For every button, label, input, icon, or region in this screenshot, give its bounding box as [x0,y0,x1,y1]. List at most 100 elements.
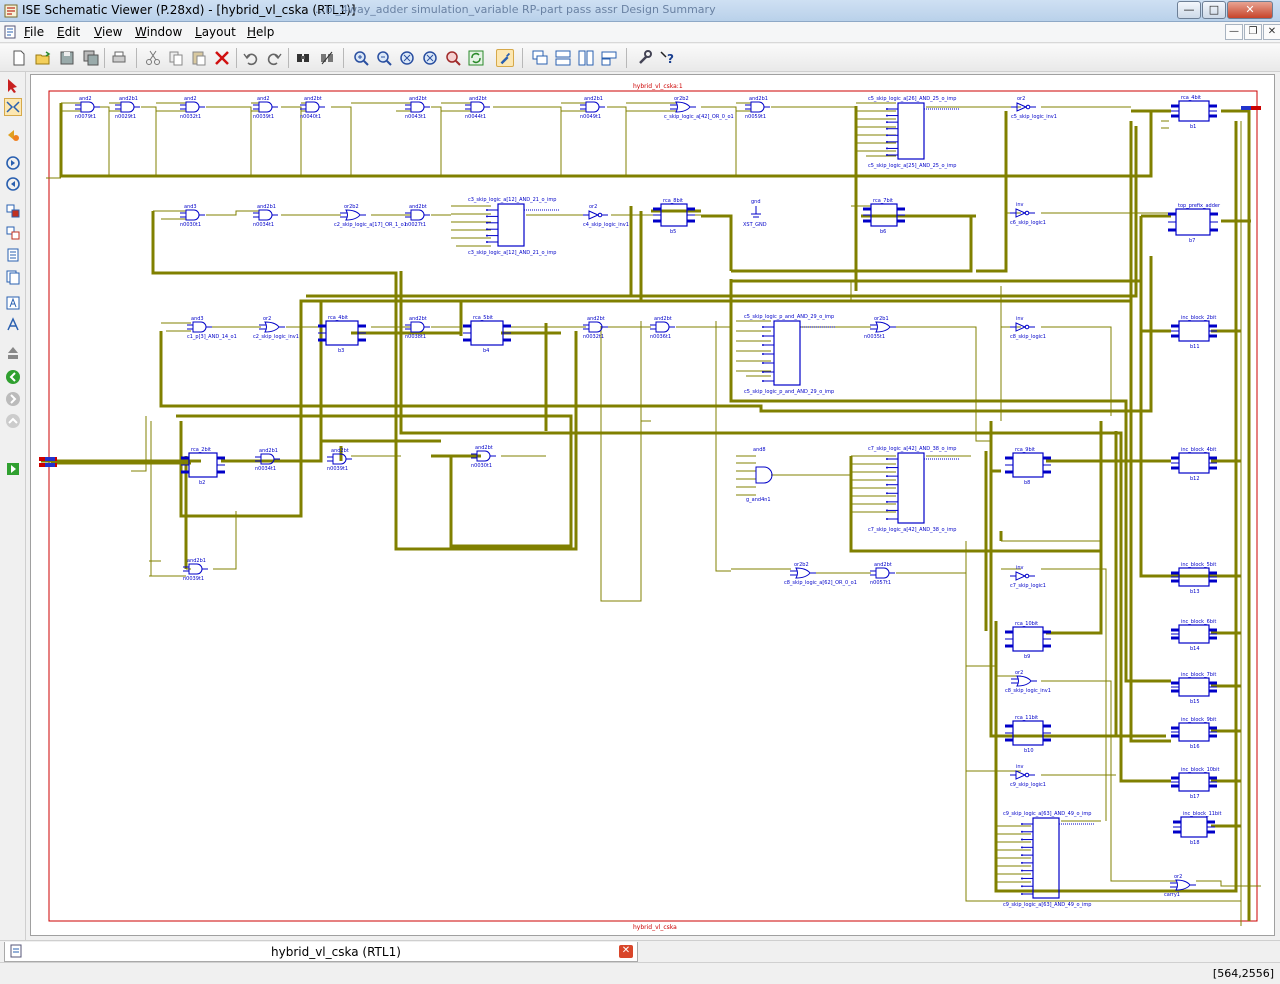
save-all-icon[interactable] [82,49,100,67]
menu-help[interactable]: Help [247,25,275,39]
skip-logic-p-and-block[interactable]: c5_skip_logic_p_and_AND_29_o_impc5_skip_… [744,314,835,395]
zoom-fit-icon[interactable] [398,49,416,67]
push-icon[interactable] [4,344,22,362]
skip-logic-c9-block[interactable]: c9_skip_logic_a[63]_AND_49_o_impc9_skip_… [1003,811,1094,908]
mdi-restore-button[interactable]: ❐ [1244,24,1262,40]
redo-icon[interactable] [265,49,283,67]
mdi-minimize-button[interactable]: — [1225,24,1243,40]
copy-icon[interactable] [167,49,185,67]
menu-edit[interactable]: Edit [57,25,81,39]
attribute-icon[interactable] [4,294,22,312]
tab-close-button[interactable]: ✕ [619,945,633,958]
tile-horizontal-icon[interactable] [554,49,572,67]
menu-window[interactable]: Window [135,25,183,39]
find-icon[interactable] [294,49,312,67]
go-back-icon[interactable] [4,368,22,386]
menu-layout[interactable]: Layout [195,25,236,39]
zoom-selection-icon[interactable] [444,49,462,67]
zoom-in-icon[interactable] [352,49,370,67]
select-arrow-icon[interactable] [4,76,22,94]
paste-icon[interactable] [190,49,208,67]
delete-icon[interactable] [213,49,231,67]
maximize-button[interactable]: □ [1202,1,1226,19]
zoom-area-icon[interactable] [421,49,439,67]
go-top-icon[interactable] [4,412,22,430]
cut-icon[interactable] [144,49,162,67]
tile-vertical-icon[interactable] [577,49,595,67]
cascade-icon[interactable] [531,49,549,67]
mdi-close-button[interactable]: ✕ [1263,24,1280,40]
refresh-icon[interactable] [467,49,485,67]
print-icon[interactable] [110,49,128,67]
menu-view[interactable]: View [94,25,123,39]
skip-logic-c7-block[interactable]: c7_skip_logic_a[42]_AND_38_o_impc7_skip_… [868,446,959,533]
close-button[interactable]: ✕ [1227,1,1273,19]
find-next-icon[interactable] [318,49,336,67]
hide-level-icon[interactable] [4,224,22,242]
back-icon[interactable] [4,175,22,193]
show-level-icon[interactable] [4,202,22,220]
schematic-canvas[interactable]: hybrid_vl_cska:1 hybrid_vl_cska [30,74,1275,936]
add-instance-icon[interactable] [4,126,22,144]
minimize-button[interactable]: — [1177,1,1201,19]
tab-hybrid-vl-cska[interactable]: hybrid_vl_cska (RTL1) ✕ [4,942,638,962]
undo-icon[interactable] [242,49,260,67]
text-icon[interactable] [4,316,22,334]
select-mode-icon[interactable] [496,49,514,67]
open-icon[interactable] [34,49,52,67]
menu-file[interactable]: File [24,25,45,39]
run-icon[interactable] [4,460,22,478]
forward-icon[interactable] [4,154,22,172]
go-forward-icon[interactable] [4,390,22,408]
new-icon[interactable] [10,49,28,67]
pages-icon[interactable] [4,268,22,286]
help-icon[interactable]: ? [659,49,677,67]
